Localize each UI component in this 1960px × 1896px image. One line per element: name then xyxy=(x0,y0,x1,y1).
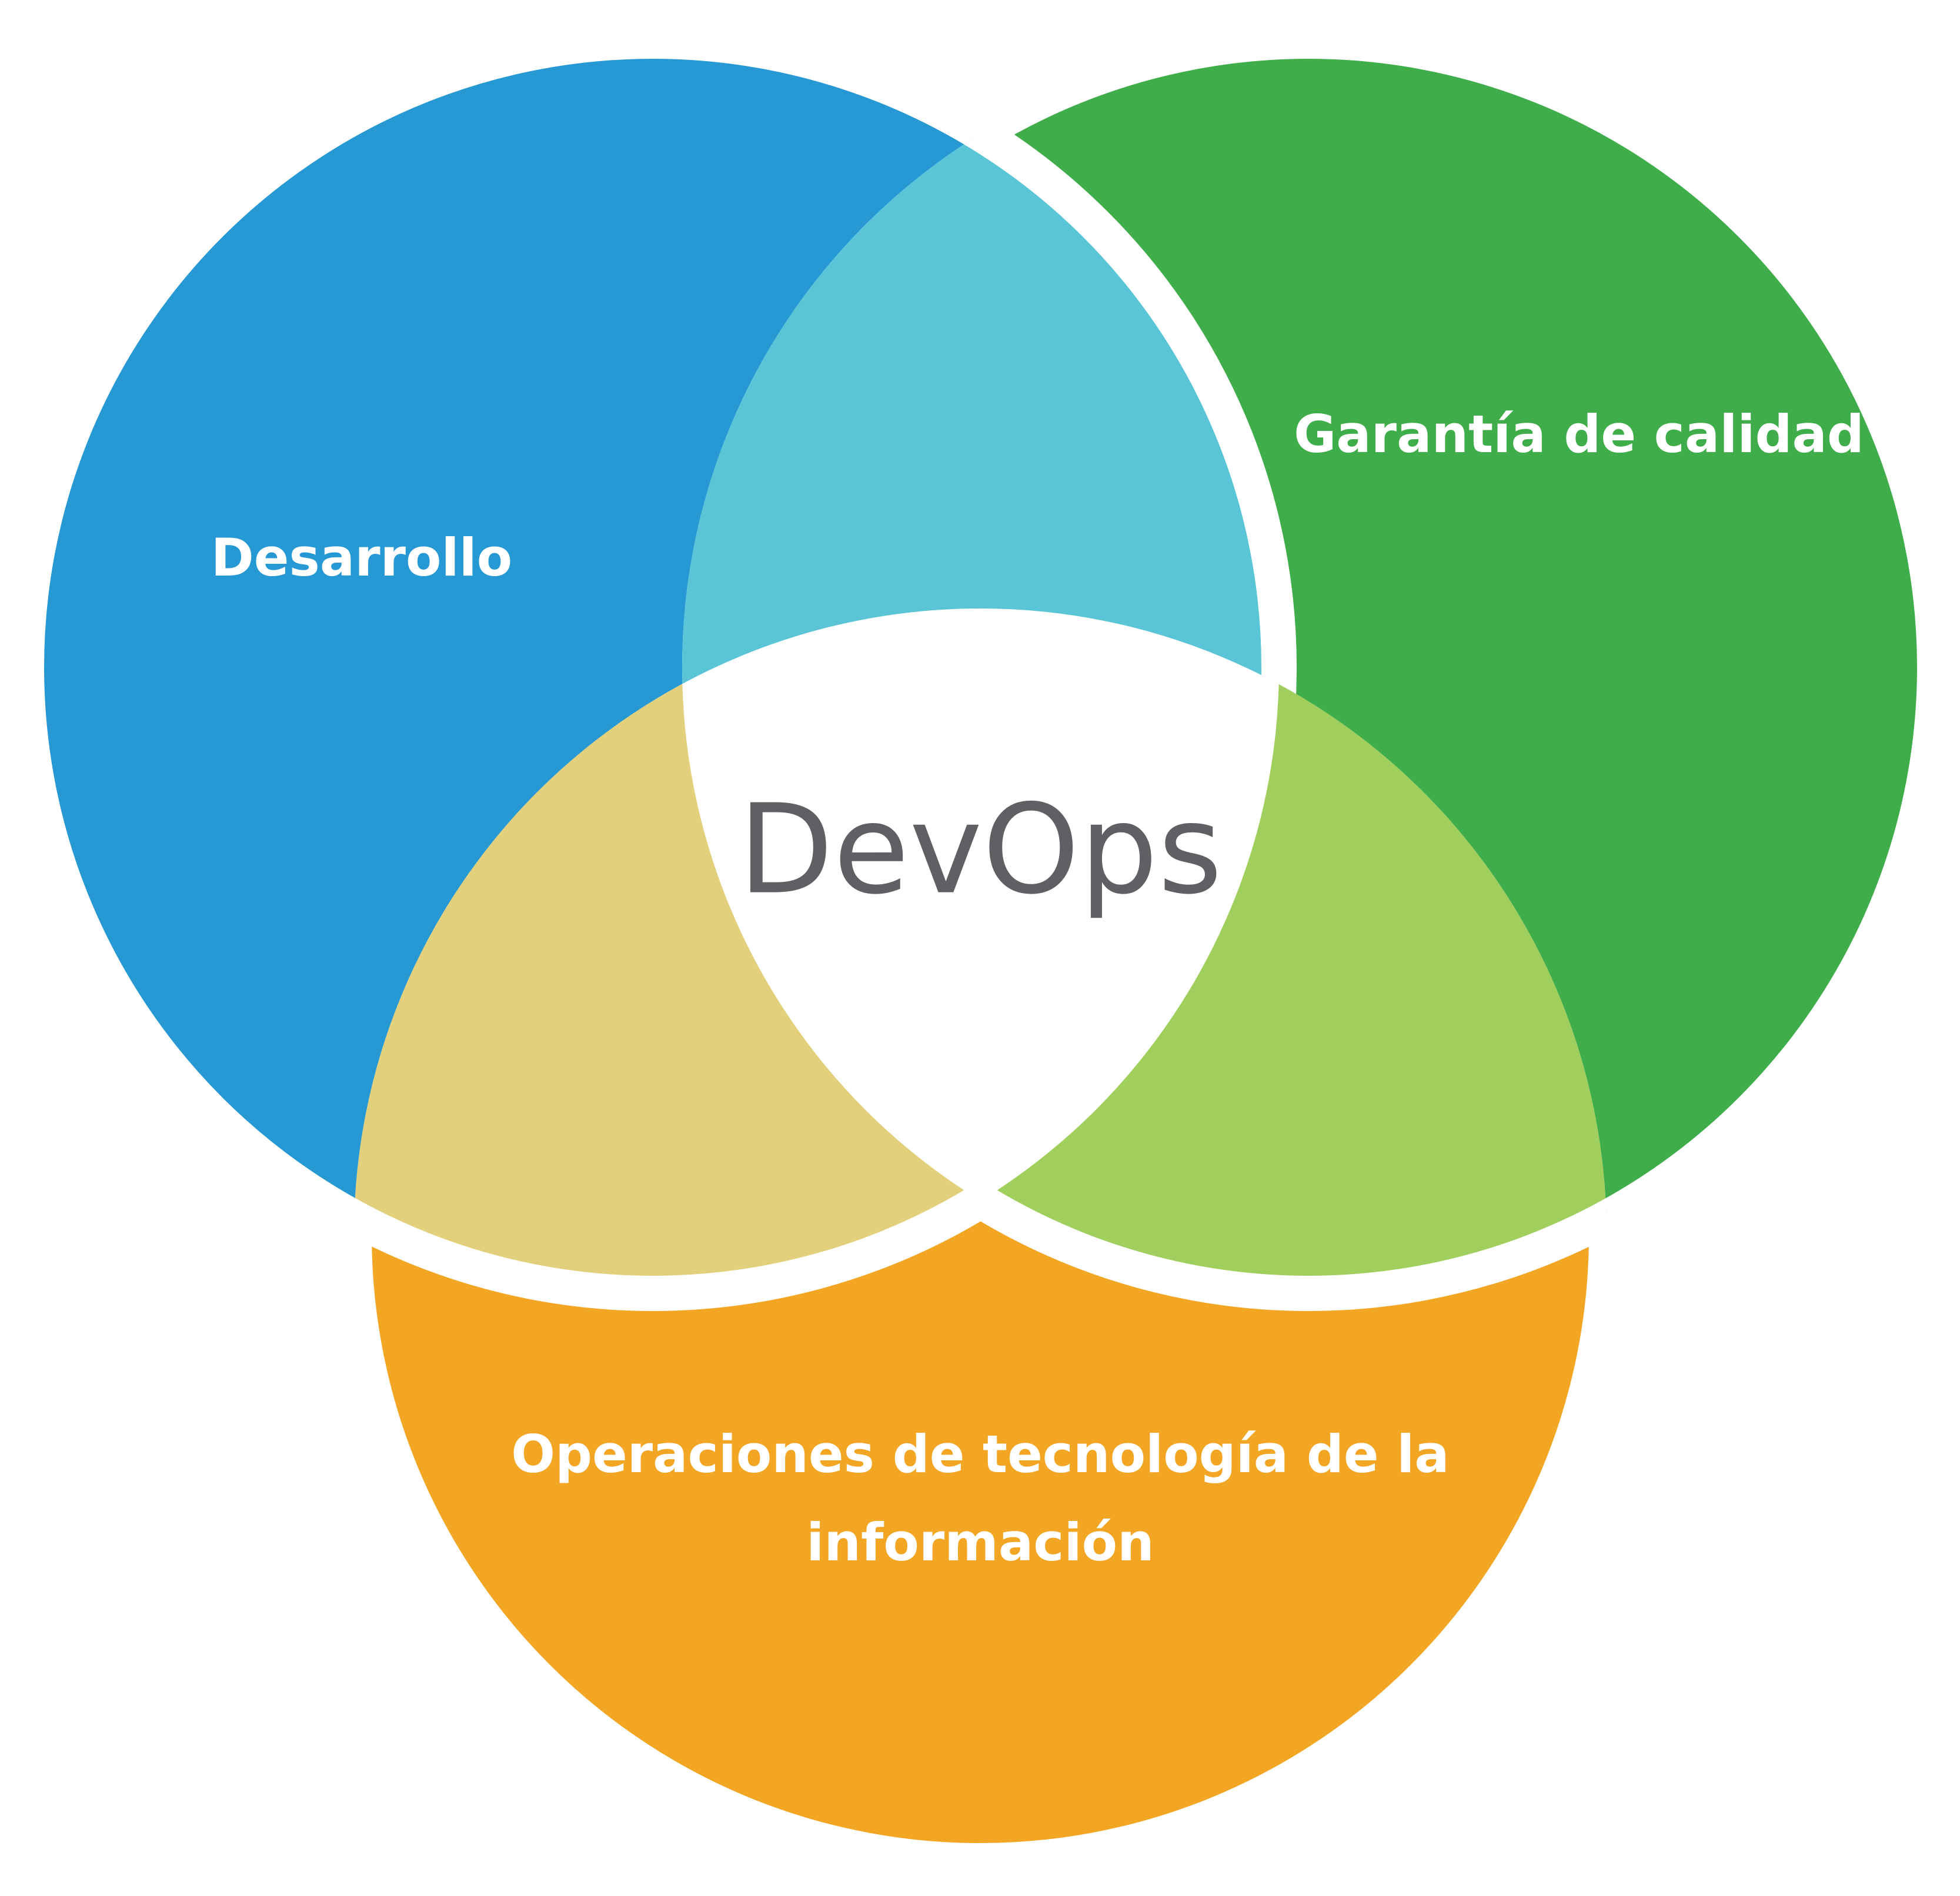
operaciones-label-line-1: Operaciones de tecnología de la xyxy=(511,1424,1449,1484)
garantia-de-calidad-label: Garantía de calidad xyxy=(1294,404,1864,464)
operaciones-label-line-2: información xyxy=(806,1512,1154,1573)
desarrollo-label: Desarrollo xyxy=(211,527,513,588)
devops-center-label: DevOps xyxy=(738,778,1222,922)
